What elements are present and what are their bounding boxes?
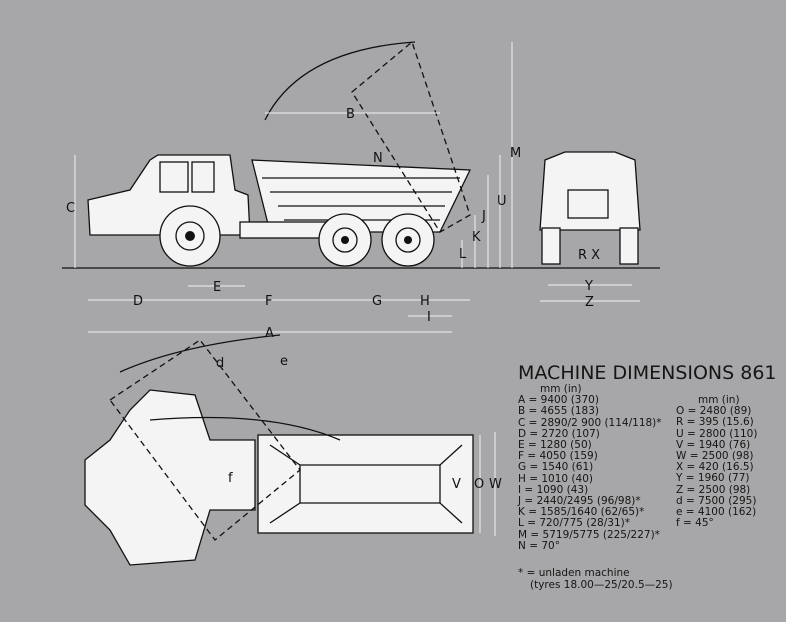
label-I: I (427, 310, 431, 325)
dim-row: e = 4100 (162) (676, 506, 757, 519)
right-column: mm (in) O = 2480 (89) R = 395 (15.6) U =… (676, 394, 758, 530)
table-title: MACHINE DIMENSIONS 861 (518, 362, 777, 384)
dim-row: W = 2500 (98) (676, 450, 754, 463)
label-H: H (420, 294, 430, 309)
label-L: L (459, 247, 467, 262)
label-e: e (280, 354, 288, 369)
dim-row: Z = 2500 (98) (676, 483, 751, 496)
label-f: f (228, 471, 233, 486)
dim-row: D = 2720 (107) (518, 427, 600, 440)
footnote: * = unladen machine (tyres 18.00—25/20.5… (518, 567, 673, 591)
label-O: O (474, 477, 484, 492)
footnote-line: (tyres 18.00—25/20.5—25) (530, 578, 673, 591)
dim-row: M = 5719/5775 (225/227)* (518, 528, 660, 541)
dim-row: G = 1540 (61) (518, 461, 594, 474)
label-Y: Y (584, 279, 593, 294)
label-K: K (472, 230, 481, 245)
truck-top-view (84, 334, 474, 566)
footnote-line: * = unladen machine (518, 567, 630, 579)
units-header: mm (in) (540, 383, 582, 395)
label-F: F (265, 294, 272, 309)
dim-row: O = 2480 (89) (676, 405, 752, 418)
dim-row: A = 9400 (370) (518, 394, 599, 407)
dim-row: d = 7500 (295) (676, 494, 757, 507)
dim-row: J = 2440/2495 (96/98)* (518, 495, 641, 508)
dimension-labels: B N M U J K L C D E F G H I A R X Y Z d … (66, 107, 600, 492)
label-C: C (66, 201, 75, 216)
dim-row: N = 70° (518, 539, 560, 552)
dim-row: K = 1585/1640 (62/65)* (518, 506, 645, 519)
label-A: A (265, 326, 274, 341)
dim-row: R = 395 (15.6) (676, 416, 754, 429)
truck-front-view (539, 151, 641, 265)
dim-row: X = 420 (16.5) (676, 461, 754, 474)
label-D: D (133, 294, 143, 309)
dim-row: B = 4655 (183) (518, 405, 599, 418)
label-RX: R X (578, 248, 600, 263)
dim-row: L = 720/775 (28/31)* (518, 517, 630, 530)
dim-row: V = 1940 (76) (676, 438, 751, 451)
dimensions-table: MACHINE DIMENSIONS 861 mm (in) A = 9400 … (518, 362, 777, 590)
dim-row: Y = 1960 (77) (676, 472, 750, 485)
label-J: J (481, 209, 486, 224)
label-G: G (372, 294, 382, 309)
dim-row: H = 1010 (40) (518, 472, 593, 485)
units-header: mm (in) (698, 394, 740, 406)
label-U: U (497, 194, 507, 209)
truck-side-view (87, 40, 472, 267)
dim-row: F = 4050 (159) (518, 450, 598, 463)
label-B: B (346, 107, 355, 122)
label-d: d (216, 356, 224, 371)
dimension-lines (74, 42, 640, 536)
dim-row: I = 1090 (43) (518, 483, 589, 496)
dim-row: U = 2800 (110) (676, 427, 758, 440)
label-M: M (510, 146, 521, 161)
label-N: N (373, 151, 383, 166)
label-V: V (452, 477, 461, 492)
label-E: E (213, 280, 221, 295)
label-W: W (489, 477, 502, 492)
dim-row: C = 2890/2 900 (114/118)* (518, 416, 662, 429)
label-Z: Z (585, 295, 594, 310)
left-column: mm (in) A = 9400 (370) B = 4655 (183) C … (518, 383, 662, 552)
dim-row: E = 1280 (50) (518, 439, 592, 452)
dim-row: f = 45° (676, 517, 714, 530)
